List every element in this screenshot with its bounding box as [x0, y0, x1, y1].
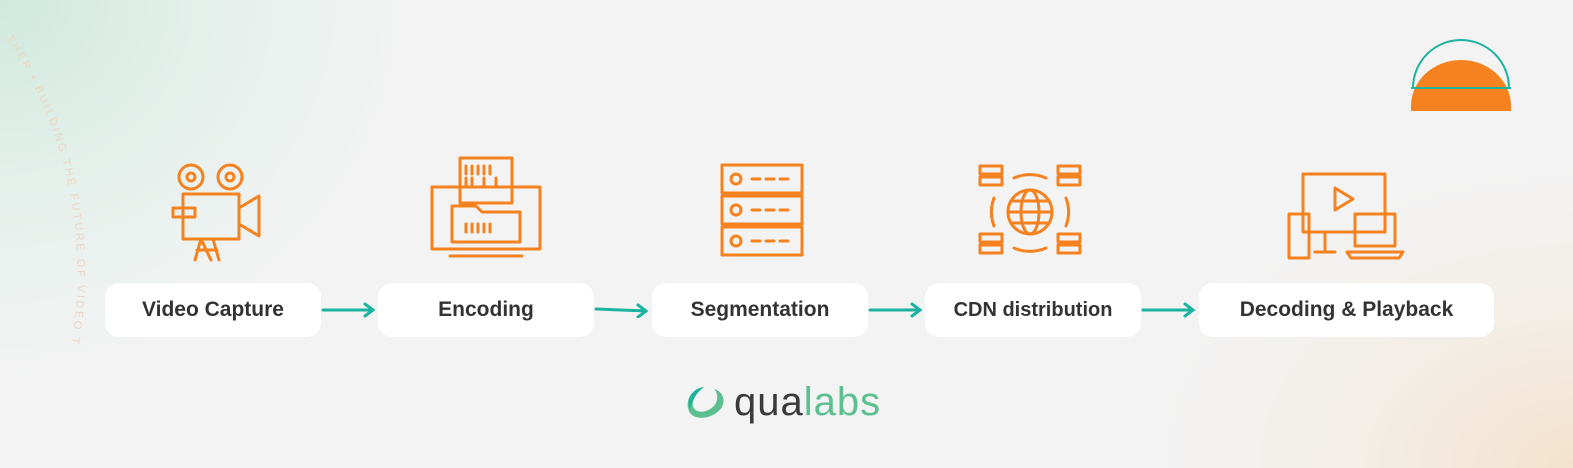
qualabs-logo: qualabs	[684, 382, 881, 422]
multi-device-playback-icon	[1285, 150, 1405, 265]
server-stack-icon	[700, 150, 820, 265]
arrow-icon	[868, 302, 923, 318]
sun-logo-icon	[1411, 39, 1511, 111]
logo-swirl-icon	[687, 387, 724, 418]
step-video-capture: Video Capture	[105, 283, 321, 337]
arrow-icon	[321, 302, 376, 318]
logo-text-labs: labs	[803, 380, 882, 424]
watermark-curved-text: THER • BUILDING THE FUTURE OF VIDEO T	[4, 33, 87, 347]
arrow-icon	[594, 303, 649, 318]
video-camera-icon	[153, 150, 273, 265]
binary-folder-monitor-icon	[426, 150, 546, 265]
arrow-icon	[1141, 302, 1196, 318]
globe-network-icon	[970, 150, 1090, 265]
step-cdn-distribution: CDN distribution	[925, 283, 1141, 337]
step-encoding: Encoding	[378, 283, 594, 337]
logo-text-qua: qua	[734, 380, 804, 424]
step-decoding-playback: Decoding & Playback	[1199, 283, 1494, 337]
svg-text:THER • BUILDING THE FUTURE OF: THER • BUILDING THE FUTURE OF VIDEO T	[4, 33, 87, 347]
step-segmentation: Segmentation	[652, 283, 868, 337]
